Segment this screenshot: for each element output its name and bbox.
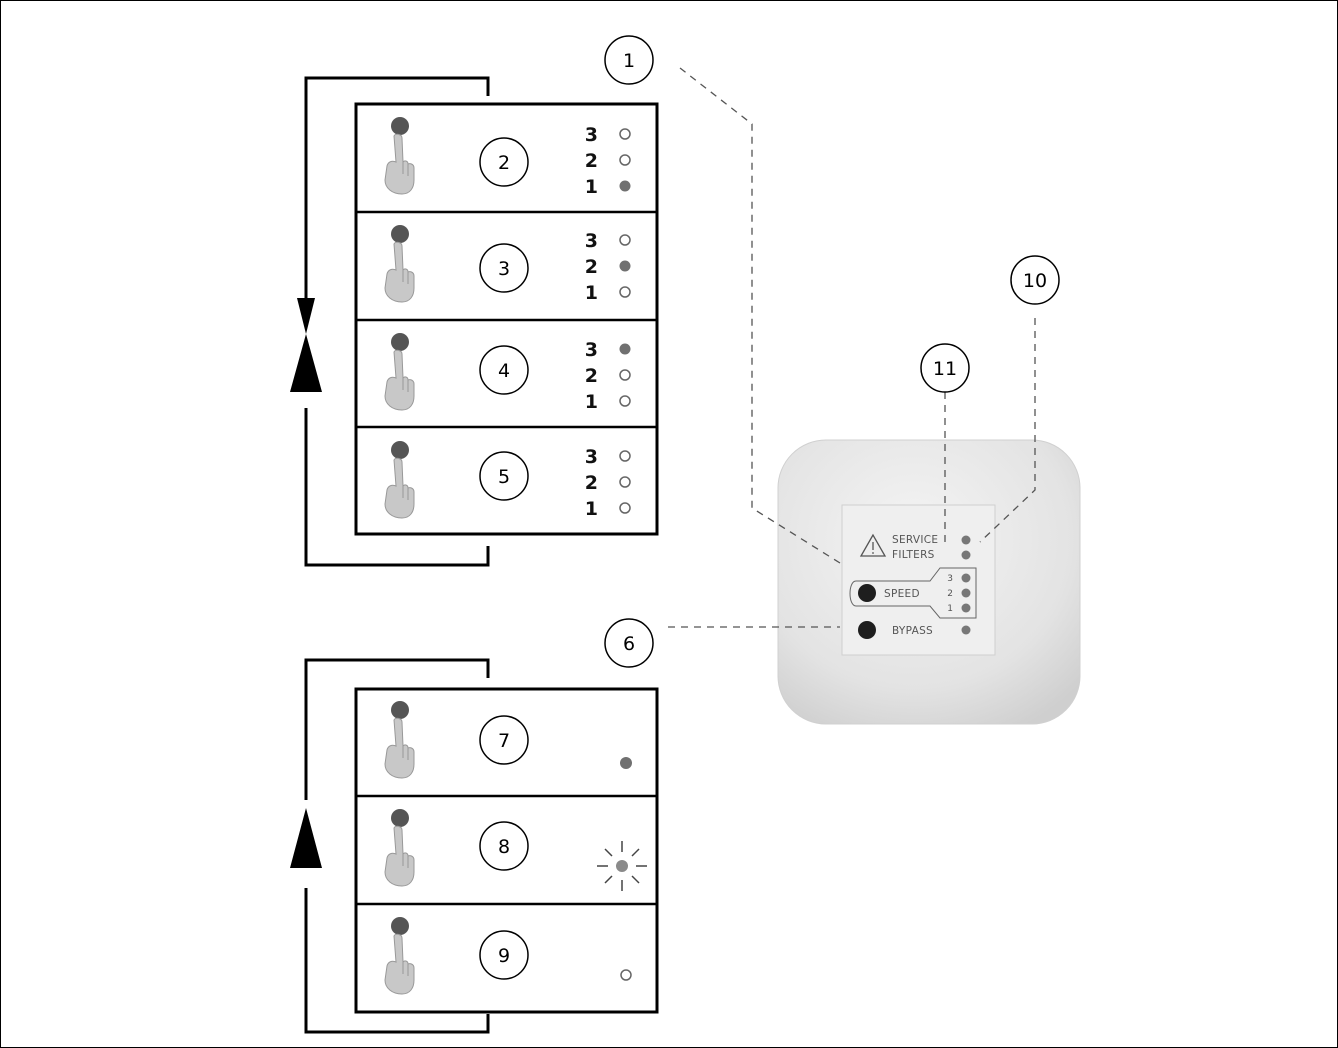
callout-10-group: 10 xyxy=(1010,255,1060,305)
callout-5: 5 xyxy=(498,466,510,488)
bypass-button[interactable] xyxy=(858,621,876,639)
led-on-icon xyxy=(619,343,631,355)
callout-circle xyxy=(479,821,529,871)
callout-circle xyxy=(479,451,529,501)
speed-level-3-label: 3 xyxy=(947,574,953,584)
speed-label-1: 1 xyxy=(585,391,598,413)
speed-2-led-icon xyxy=(961,588,971,598)
leader-1 xyxy=(679,67,841,564)
callout-6: 6 xyxy=(623,633,635,655)
filters-led-icon xyxy=(961,550,971,560)
speed-label-2: 2 xyxy=(585,256,598,278)
callout-7: 7 xyxy=(498,730,510,752)
led-on-icon xyxy=(619,260,631,272)
speed-label-3: 3 xyxy=(585,339,598,361)
callout-1: 1 xyxy=(623,50,635,72)
callout-circle xyxy=(1010,255,1060,305)
speed-3-led-icon xyxy=(961,573,971,583)
callout-11-group: 11 xyxy=(920,343,970,393)
bypass-panel-stack: 7 8 xyxy=(354,687,659,1014)
callout-11: 11 xyxy=(933,358,957,380)
warning-triangle-icon xyxy=(859,533,887,557)
speed-label-3: 3 xyxy=(585,124,598,146)
callout-circle xyxy=(920,343,970,393)
callout-4: 4 xyxy=(498,360,510,382)
bypass-button-label: BYPASS xyxy=(892,625,933,637)
led-off-icon xyxy=(619,286,631,298)
speed-panel-3: 3 3 2 1 xyxy=(384,224,631,304)
speed-button[interactable] xyxy=(858,584,876,602)
led-off-icon xyxy=(619,450,631,462)
filters-label: FILTERS xyxy=(892,549,935,561)
speed-label-1: 1 xyxy=(585,282,598,304)
speed-label-2: 2 xyxy=(585,365,598,387)
speed-label-3: 3 xyxy=(585,446,598,468)
speed-label-1: 1 xyxy=(585,498,598,520)
speed-cycle-bracket xyxy=(290,76,490,567)
led-off-icon xyxy=(619,502,631,514)
bypass-cycle-bracket xyxy=(290,658,490,1034)
bypass-panel-9: 9 xyxy=(384,916,632,995)
led-off-icon xyxy=(619,234,631,246)
service-led-icon xyxy=(961,535,971,545)
led-off-icon xyxy=(619,369,631,381)
speed-label-2: 2 xyxy=(585,150,598,172)
led-blinking-icon xyxy=(597,841,647,891)
speed-key-outline xyxy=(849,567,977,619)
callout-2: 2 xyxy=(498,152,510,174)
callout-circle xyxy=(479,137,529,187)
speed-label-1: 1 xyxy=(585,176,598,198)
speed-panel-4: 4 3 2 1 xyxy=(384,332,631,413)
callout-8: 8 xyxy=(498,836,510,858)
cycle-arrow-icon xyxy=(290,808,322,868)
speed-1-led-icon xyxy=(961,603,971,613)
callout-6-group: 6 xyxy=(604,618,654,668)
bypass-panel-7: 7 xyxy=(384,700,632,779)
leader-lines xyxy=(668,67,1036,628)
speed-panel-5: 5 3 2 1 xyxy=(384,440,631,520)
bypass-led-icon xyxy=(961,625,971,635)
callout-circle xyxy=(604,35,654,85)
speed-panel-2: 2 3 2 1 xyxy=(384,116,631,198)
bypass-panel-8: 8 xyxy=(384,808,647,891)
callout-3: 3 xyxy=(498,258,510,280)
speed-level-1-label: 1 xyxy=(947,604,953,614)
service-label: SERVICE xyxy=(892,534,938,546)
speed-label-2: 2 xyxy=(585,472,598,494)
cycle-arrow-icon xyxy=(297,298,315,334)
speed-button-label: SPEED xyxy=(884,588,920,600)
controller-device: SERVICE FILTERS SPEED 3 2 1 BYPASS xyxy=(777,439,1081,725)
led-off-icon xyxy=(619,128,631,140)
speed-panel-stack: 2 3 2 1 3 3 2 1 4 3 2 1 xyxy=(354,102,659,536)
leader-10 xyxy=(979,318,1036,543)
speed-level-2-label: 2 xyxy=(947,589,953,599)
speed-label-3: 3 xyxy=(585,230,598,252)
led-off-icon xyxy=(619,154,631,166)
callout-10: 10 xyxy=(1023,270,1047,292)
callout-circle xyxy=(604,618,654,668)
callout-circle xyxy=(479,243,529,293)
callout-circle xyxy=(479,715,529,765)
led-on-icon xyxy=(619,180,631,192)
led-off-icon xyxy=(619,476,631,488)
callout-circle xyxy=(479,930,529,980)
led-off-icon xyxy=(619,395,631,407)
callout-1-group: 1 xyxy=(604,35,654,85)
led-on-icon xyxy=(620,757,632,769)
callout-9: 9 xyxy=(498,945,510,967)
callout-circle xyxy=(479,345,529,395)
led-off-icon xyxy=(620,969,632,981)
